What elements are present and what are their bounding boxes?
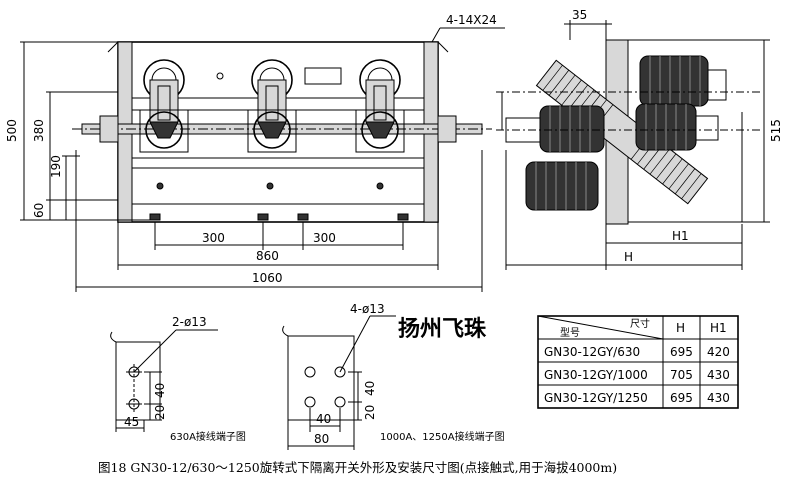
table-header-type: 型号 [560, 326, 580, 339]
caption-630: 630A接线端子图 [170, 430, 246, 443]
table-row-3-h: 695 [670, 391, 693, 405]
table-header-h: H [676, 321, 685, 335]
table-header-size: 尺寸 [630, 317, 650, 330]
dim-80-1000: 80 [314, 432, 329, 446]
front-view: 500 380 190 60 300 300 860 1060 4-14X2 [5, 13, 505, 292]
table-row-3-h1: 430 [707, 391, 730, 405]
dim-300-left: 300 [202, 231, 225, 245]
dim-515: 515 [769, 119, 783, 142]
side-view: 35 [496, 8, 783, 270]
dim-860: 860 [256, 249, 279, 263]
dim-190: 190 [49, 155, 63, 178]
dim-40b-1000: 40 [316, 412, 331, 426]
dim-380: 380 [32, 119, 46, 142]
table-row-3-model: GN30-12GY/1250 [544, 391, 648, 405]
holes-label-1000: 4-ø13 [350, 302, 385, 316]
front-vertical-dimensions: 500 380 190 60 [5, 41, 150, 221]
table-row-2-h1: 430 [707, 368, 730, 382]
table-row-2-model: GN30-12GY/1000 [544, 368, 648, 382]
dim-20-1000: 20 [363, 405, 377, 420]
dim-h1: H1 [672, 229, 689, 243]
right-insulator [635, 103, 719, 151]
terminal-630a-diagram: 2-ø13 40 20 45 630A接线端子图 [110, 315, 246, 443]
dim-45-630: 45 [124, 415, 139, 429]
table-row-2-h: 705 [670, 368, 693, 382]
holes-label-630: 2-ø13 [172, 315, 207, 329]
phase-pole-1 [139, 59, 189, 153]
dim-40-630: 40 [153, 383, 167, 398]
dim-40-1000: 40 [363, 381, 377, 396]
terminal-1000a-diagram: 4-ø13 40 20 40 80 1000A、1250A接线端子图 [282, 302, 505, 450]
dim-20-630: 20 [153, 405, 167, 420]
dim-h: H [624, 250, 633, 264]
upper-insulator [639, 55, 727, 107]
brand-name: 扬州飞珠 [398, 316, 487, 342]
dim-60: 60 [32, 203, 46, 218]
middle-insulator [505, 105, 605, 153]
table-row-1-model: GN30-12GY/630 [544, 345, 640, 359]
lower-insulator [525, 161, 599, 211]
phase-pole-3 [355, 59, 405, 153]
spec-table: 型号 尺寸 H H1 GN30-12GY/630 695 420 GN30-12… [537, 315, 739, 409]
dim-500: 500 [5, 119, 19, 142]
bolt-spec-label: 4-14X24 [446, 13, 497, 27]
phase-pole-2 [247, 59, 297, 153]
dim-1060: 1060 [252, 271, 283, 285]
table-header-h1: H1 [710, 321, 727, 335]
dim-300-right: 300 [313, 231, 336, 245]
table-row-1-h1: 420 [707, 345, 730, 359]
dim-35: 35 [572, 8, 587, 22]
front-horizontal-dimensions: 300 300 860 1060 [75, 150, 483, 292]
figure-caption: 图18 GN30-12/630～1250旋转式下隔离开关外形及安装尺寸图(点接触… [98, 460, 617, 475]
caption-1000: 1000A、1250A接线端子图 [380, 430, 505, 443]
table-row-1-h: 695 [670, 345, 693, 359]
